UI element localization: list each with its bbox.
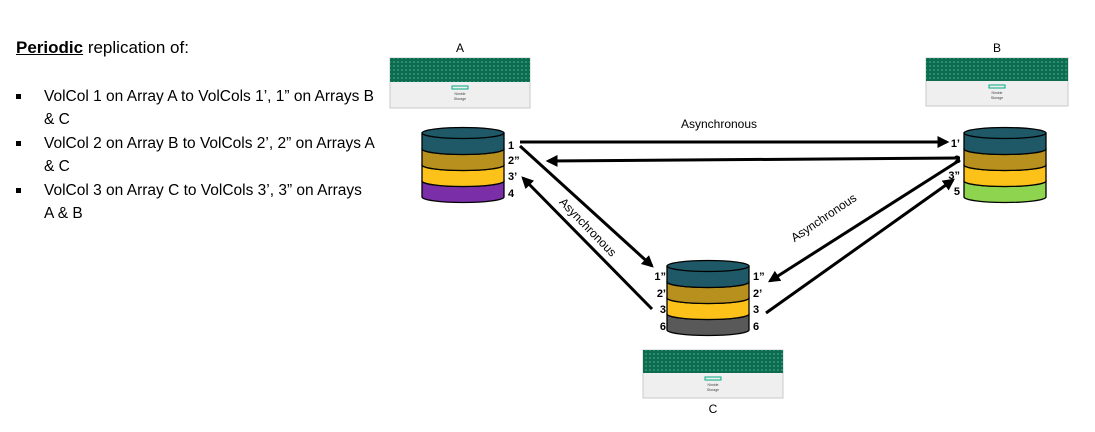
- link-ab-label: Asynchronous: [681, 117, 757, 131]
- stack-c-right-label-3: 3: [753, 304, 759, 316]
- bullet-square-icon: [16, 94, 21, 99]
- stack-c-labels-right: 1” 2’ 3 6: [753, 271, 765, 333]
- heading-emphasis: Periodic: [16, 38, 84, 57]
- array-b-logo-icon: [988, 84, 1006, 89]
- bullet-text: VolCol 3 on Array C to VolCols 3’, 3” on…: [44, 182, 362, 222]
- array-b-vent: [926, 58, 1068, 81]
- stack-c-labels-left: 1” 2’ 3 6: [654, 271, 666, 333]
- volume-stack-c: [666, 259, 750, 337]
- stack-c-right-label-4: 6: [753, 321, 759, 333]
- stack-a-labels: 1 2” 3’ 4: [508, 140, 520, 200]
- array-b-brand-1: Nimble: [992, 91, 1003, 95]
- bullet-text: VolCol 2 on Array B to VolCols 2’, 2” on…: [44, 135, 374, 175]
- replication-arrows: [518, 136, 961, 315]
- array-c: Nimble Storage C: [642, 349, 784, 416]
- stack-c-right-label-2: 2’: [753, 288, 762, 300]
- bullet-item-1: VolCol 1 on Array A to VolCols 1’, 1” on…: [16, 86, 374, 131]
- array-a: A Nimble Storage: [389, 41, 531, 109]
- bullet-square-icon: [16, 188, 21, 193]
- volume-stack-b: [963, 126, 1047, 204]
- bullet-item-2: VolCol 2 on Array B to VolCols 2’, 2” on…: [16, 133, 374, 178]
- array-c-label: C: [709, 402, 718, 416]
- bullet-item-3: VolCol 3 on Array C to VolCols 3’, 3” on…: [16, 180, 374, 225]
- array-a-label: A: [456, 41, 464, 55]
- bullet-text: VolCol 1 on Array A to VolCols 1’, 1” on…: [44, 88, 374, 128]
- arrow-b2-to-a2dblprime: [545, 154, 961, 167]
- stack-b-label-3: 3”: [948, 170, 960, 182]
- stack-b-label-1: 1’: [951, 138, 960, 150]
- link-bc-label: Asynchronous: [788, 191, 859, 245]
- array-c-logo-icon: [704, 376, 722, 381]
- array-c-brand-2: Storage: [707, 388, 719, 392]
- arrow-b2-to-c2prime: [767, 158, 961, 283]
- stack-a-label-3: 3’: [508, 171, 517, 183]
- array-b-label: B: [993, 41, 1001, 55]
- stack-c-left-label-4: 6: [660, 321, 666, 333]
- array-b: B Nimble Storage: [925, 41, 1069, 107]
- stack-b-label-4: 5: [954, 186, 960, 198]
- array-c-vent: [643, 350, 783, 373]
- array-a-brand-1: Nimble: [455, 92, 466, 96]
- arrow-c3-to-b3dblprime: [765, 178, 955, 315]
- array-b-brand-2: Storage: [991, 96, 1003, 100]
- stack-a-label-1: 1: [508, 140, 514, 152]
- array-a-logo-icon: [451, 85, 469, 90]
- array-a-brand-2: Storage: [454, 97, 466, 101]
- array-c-brand-1: Nimble: [708, 383, 719, 387]
- stack-a-volume-1: [421, 126, 505, 156]
- heading: Periodic replication of:: [16, 38, 376, 58]
- replication-list: VolCol 1 on Array A to VolCols 1’, 1” on…: [16, 86, 376, 225]
- arrow-c3-to-a3prime: [521, 176, 654, 311]
- stack-b-labels: 1’ 2 3” 5: [948, 138, 960, 198]
- stack-a-label-2: 2”: [508, 155, 520, 167]
- heading-rest: replication of:: [83, 38, 189, 57]
- bullet-square-icon: [16, 141, 21, 146]
- arrow-a1-to-c1dblprime: [518, 144, 654, 268]
- stack-c-left-label-1: 1”: [654, 271, 666, 283]
- stack-c-right-label-1: 1”: [753, 271, 765, 283]
- description-panel: Periodic replication of: VolCol 1 on Arr…: [16, 38, 376, 227]
- stack-b-label-2: 2: [954, 154, 960, 166]
- stack-c-volume-1: [666, 259, 750, 289]
- volume-stack-a: [421, 126, 505, 204]
- array-a-vent: [390, 58, 530, 82]
- stack-b-volume-1: [963, 126, 1047, 156]
- stack-a-label-4: 4: [508, 188, 515, 200]
- stack-c-left-label-2: 2’: [657, 288, 666, 300]
- stack-c-left-label-3: 3: [660, 304, 666, 316]
